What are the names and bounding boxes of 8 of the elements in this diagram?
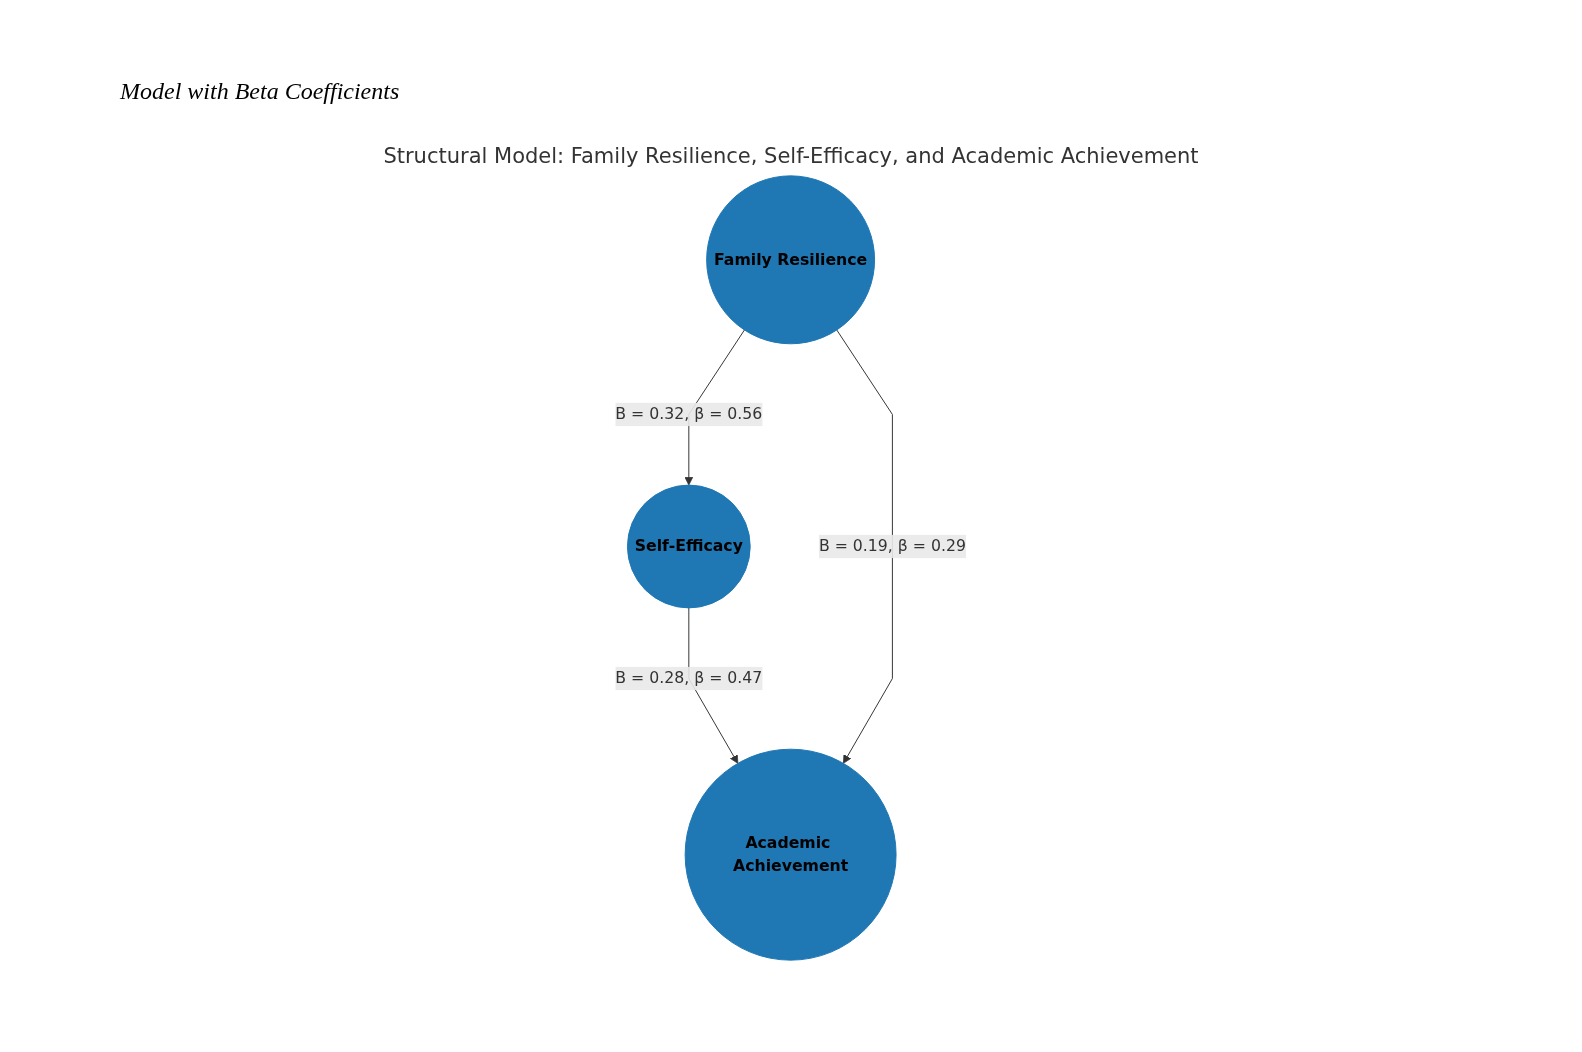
node-circle: Family Resilience xyxy=(706,175,876,345)
edge-label: B = 0.19, β = 0.29 xyxy=(819,536,967,556)
edge-label: B = 0.32, β = 0.56 xyxy=(615,404,763,424)
edge-label: B = 0.28, β = 0.47 xyxy=(615,668,763,688)
node-circle: Academic Achievement xyxy=(685,748,897,961)
chart-title: Structural Model: Family Resilience, Self-Efficacy, and Academic Achievement xyxy=(382,144,1200,168)
figure-heading: Model with Beta Coefficients xyxy=(120,78,400,105)
node-circle: Self-Efficacy xyxy=(627,484,752,609)
